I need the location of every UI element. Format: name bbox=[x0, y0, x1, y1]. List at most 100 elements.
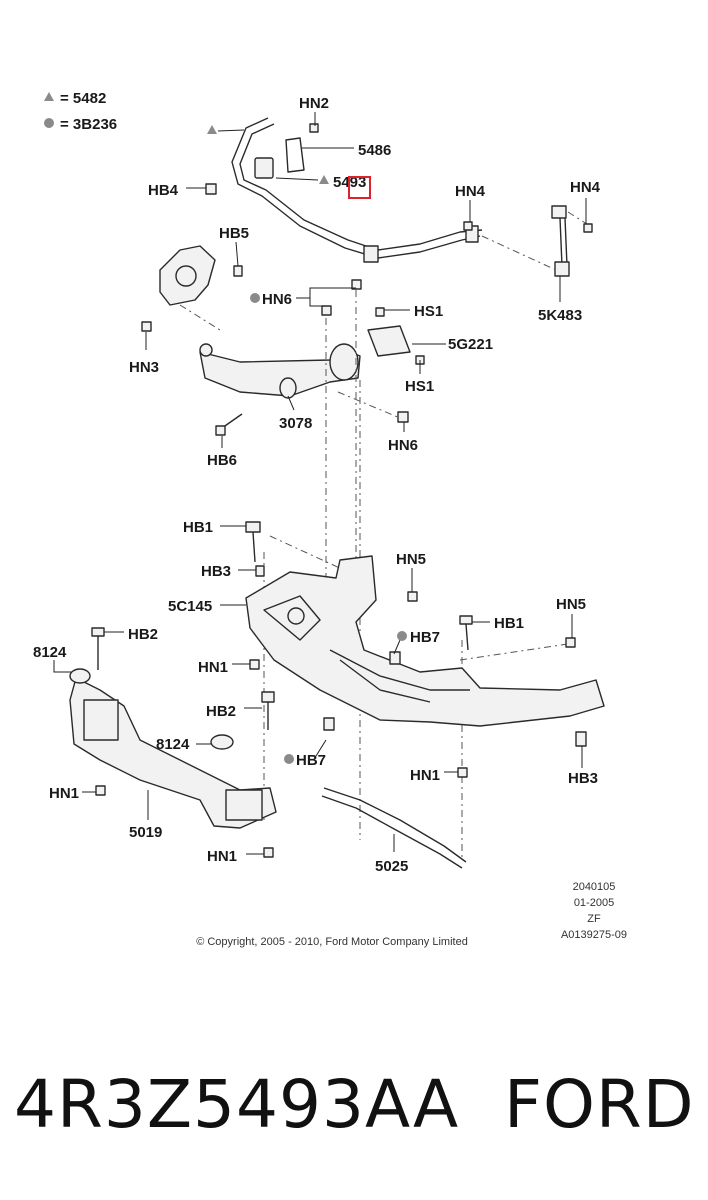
part-number: 4R3Z5493AA bbox=[14, 1066, 460, 1143]
label-hb7-lower: HB7 bbox=[296, 752, 326, 769]
leader-lines bbox=[53, 112, 587, 855]
lower-control-arm bbox=[199, 325, 411, 419]
nut-hn1-bottom bbox=[263, 847, 274, 858]
nut-hn4 bbox=[463, 221, 473, 231]
drawing-metadata: 2040105 01-2005 ZF A0139275-09 bbox=[561, 881, 627, 941]
crossmember-bracket bbox=[83, 699, 119, 741]
bolt-hb3-upper bbox=[255, 565, 265, 577]
legend-circle-text: = 3B236 bbox=[60, 116, 117, 133]
stabilizer-bushing-right bbox=[363, 245, 379, 263]
meta-line-3: ZF bbox=[587, 913, 601, 925]
nut-hn3 bbox=[141, 321, 152, 332]
label-hb3-right: HB3 bbox=[568, 770, 598, 787]
label-hn5-center: HN5 bbox=[396, 551, 426, 568]
nut-hn1-right bbox=[457, 767, 468, 778]
mount-8124-left bbox=[69, 668, 91, 684]
upper-fasteners bbox=[141, 123, 593, 436]
nut-hn5 bbox=[407, 591, 418, 602]
p5493-triangle-icon bbox=[319, 175, 329, 184]
legend: = 5482 = 3B236 bbox=[44, 90, 117, 133]
label-hb2-right: HB2 bbox=[206, 703, 236, 720]
part-footer: 4R3Z5493AA FORD bbox=[14, 1066, 704, 1146]
nut-hn5-right bbox=[565, 637, 576, 648]
legend-triangle-icon bbox=[44, 92, 54, 101]
bolt-hb6-head bbox=[215, 425, 226, 436]
nut-hn1-left bbox=[95, 785, 106, 796]
label-hb5: HB5 bbox=[219, 225, 249, 242]
hn6-circle-icon bbox=[250, 293, 260, 303]
label-hb2-left: HB2 bbox=[128, 626, 158, 643]
label-5c145: 5C145 bbox=[168, 598, 212, 615]
bolt-hb1-upper bbox=[245, 521, 261, 533]
bolt-hb1-right bbox=[459, 615, 473, 625]
label-hb4: HB4 bbox=[148, 182, 179, 199]
label-hn1-upper: HN1 bbox=[198, 659, 228, 676]
label-hs1-upper: HS1 bbox=[414, 303, 443, 320]
nut-hn2 bbox=[309, 123, 319, 133]
label-5025: 5025 bbox=[375, 858, 408, 875]
label-hn1-right: HN1 bbox=[410, 767, 440, 784]
label-5k483: 5K483 bbox=[538, 307, 582, 324]
meta-line-4: A0139275-09 bbox=[561, 929, 627, 941]
hb7-upper-circle-icon bbox=[397, 631, 407, 641]
label-hb6: HB6 bbox=[207, 452, 237, 469]
label-hn2: HN2 bbox=[299, 95, 329, 112]
nut-hn1-upper bbox=[249, 659, 260, 670]
nut-hn6-upper bbox=[351, 279, 362, 290]
label-hb7-upper: HB7 bbox=[410, 629, 440, 646]
meta-line-1: 2040105 bbox=[573, 881, 616, 893]
label-5019: 5019 bbox=[129, 824, 162, 841]
legend-circle-icon bbox=[44, 118, 54, 128]
lower-fasteners bbox=[91, 521, 587, 858]
label-8124-left: 8124 bbox=[33, 644, 67, 661]
link-upper-ball bbox=[551, 205, 567, 219]
stabilizer-bushing bbox=[254, 157, 274, 179]
hb7-lower-circle-icon bbox=[284, 754, 294, 764]
bolt-hb2-left bbox=[91, 627, 105, 637]
stabilizer-link bbox=[481, 205, 591, 277]
part-labels: HN2 5486 5493 HB4 HN4 HN4 HB5 HN6 HS1 5G… bbox=[33, 95, 601, 875]
label-hn6-lower: HN6 bbox=[388, 437, 418, 454]
bolt-hb2-right bbox=[261, 691, 275, 703]
label-hn1-left: HN1 bbox=[49, 785, 79, 802]
highlight-box-5493 bbox=[348, 176, 371, 199]
label-5486: 5486 bbox=[358, 142, 391, 159]
crossmember-bracket-right bbox=[225, 789, 263, 821]
label-hs1-lower: HS1 bbox=[405, 378, 434, 395]
front-crossmember bbox=[69, 668, 277, 829]
bolt-hs1-upper bbox=[375, 307, 385, 317]
copyright-text: © Copyright, 2005 - 2010, Ford Motor Com… bbox=[196, 936, 468, 948]
label-hn6-upper: HN6 bbox=[262, 291, 292, 308]
bolt-hb5 bbox=[233, 265, 243, 277]
label-8124-right: 8124 bbox=[156, 736, 190, 753]
nut-hn4-right bbox=[583, 223, 593, 233]
label-hn4-center: HN4 bbox=[455, 183, 486, 200]
link-lower-ball bbox=[554, 261, 570, 277]
nut-hn6-lower bbox=[321, 305, 332, 316]
label-hb1-upper: HB1 bbox=[183, 519, 213, 536]
bolt-hb3-right bbox=[575, 731, 587, 747]
label-5g221: 5G221 bbox=[448, 336, 493, 353]
label-hn3: HN3 bbox=[129, 359, 159, 376]
meta-line-2: 01-2005 bbox=[574, 897, 614, 909]
bolt-hb7-lower bbox=[323, 717, 335, 731]
label-hn4-right: HN4 bbox=[570, 179, 601, 196]
label-hn5-right: HN5 bbox=[556, 596, 586, 613]
bolt-hb7-upper bbox=[389, 651, 401, 665]
label-marker-circles bbox=[250, 175, 407, 764]
exploded-parts-diagram: = 5482 = 3B236 bbox=[33, 90, 627, 948]
bolt-hb4 bbox=[205, 183, 217, 195]
mount-8124-right bbox=[210, 734, 234, 750]
brand-name: FORD bbox=[504, 1066, 695, 1143]
lower-brace bbox=[321, 787, 467, 869]
steering-knuckle bbox=[159, 245, 221, 331]
label-hb1-right: HB1 bbox=[494, 615, 524, 632]
label-hn1-bottom: HN1 bbox=[207, 848, 237, 865]
bushing-bracket-5g221 bbox=[367, 325, 411, 357]
front-subframe bbox=[245, 555, 605, 727]
label-3078: 3078 bbox=[279, 415, 312, 432]
legend-triangle-text: = 5482 bbox=[60, 90, 106, 107]
nut-hn6-bottom bbox=[397, 411, 409, 423]
label-hb3-upper: HB3 bbox=[201, 563, 231, 580]
stabilizer-triangle-icon bbox=[207, 125, 217, 134]
